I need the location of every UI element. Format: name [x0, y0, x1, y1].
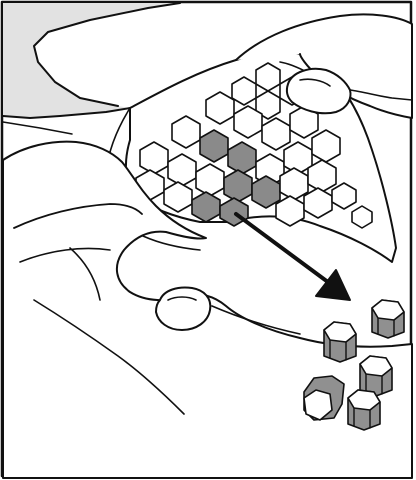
hex-cell — [312, 130, 340, 162]
hex-cell — [196, 164, 224, 196]
hex-cell — [256, 63, 280, 91]
selected-hex-cell — [200, 130, 228, 162]
removed-cell — [348, 390, 380, 430]
hex-cell — [172, 116, 200, 148]
selected-hex-cell — [224, 170, 252, 202]
hex-cell — [206, 92, 234, 124]
hex-cell — [232, 77, 256, 105]
removed-cell — [324, 322, 356, 362]
removed-cell — [360, 356, 392, 396]
hex-cell — [262, 118, 290, 150]
hex-cell — [234, 106, 262, 138]
hex-cell — [308, 160, 336, 192]
removed-cell — [372, 300, 404, 338]
selected-hex-cell — [228, 142, 256, 174]
left-thumb — [156, 288, 210, 331]
hex-cell — [352, 206, 372, 228]
hex-cell — [168, 154, 196, 186]
hex-cell — [140, 142, 168, 174]
